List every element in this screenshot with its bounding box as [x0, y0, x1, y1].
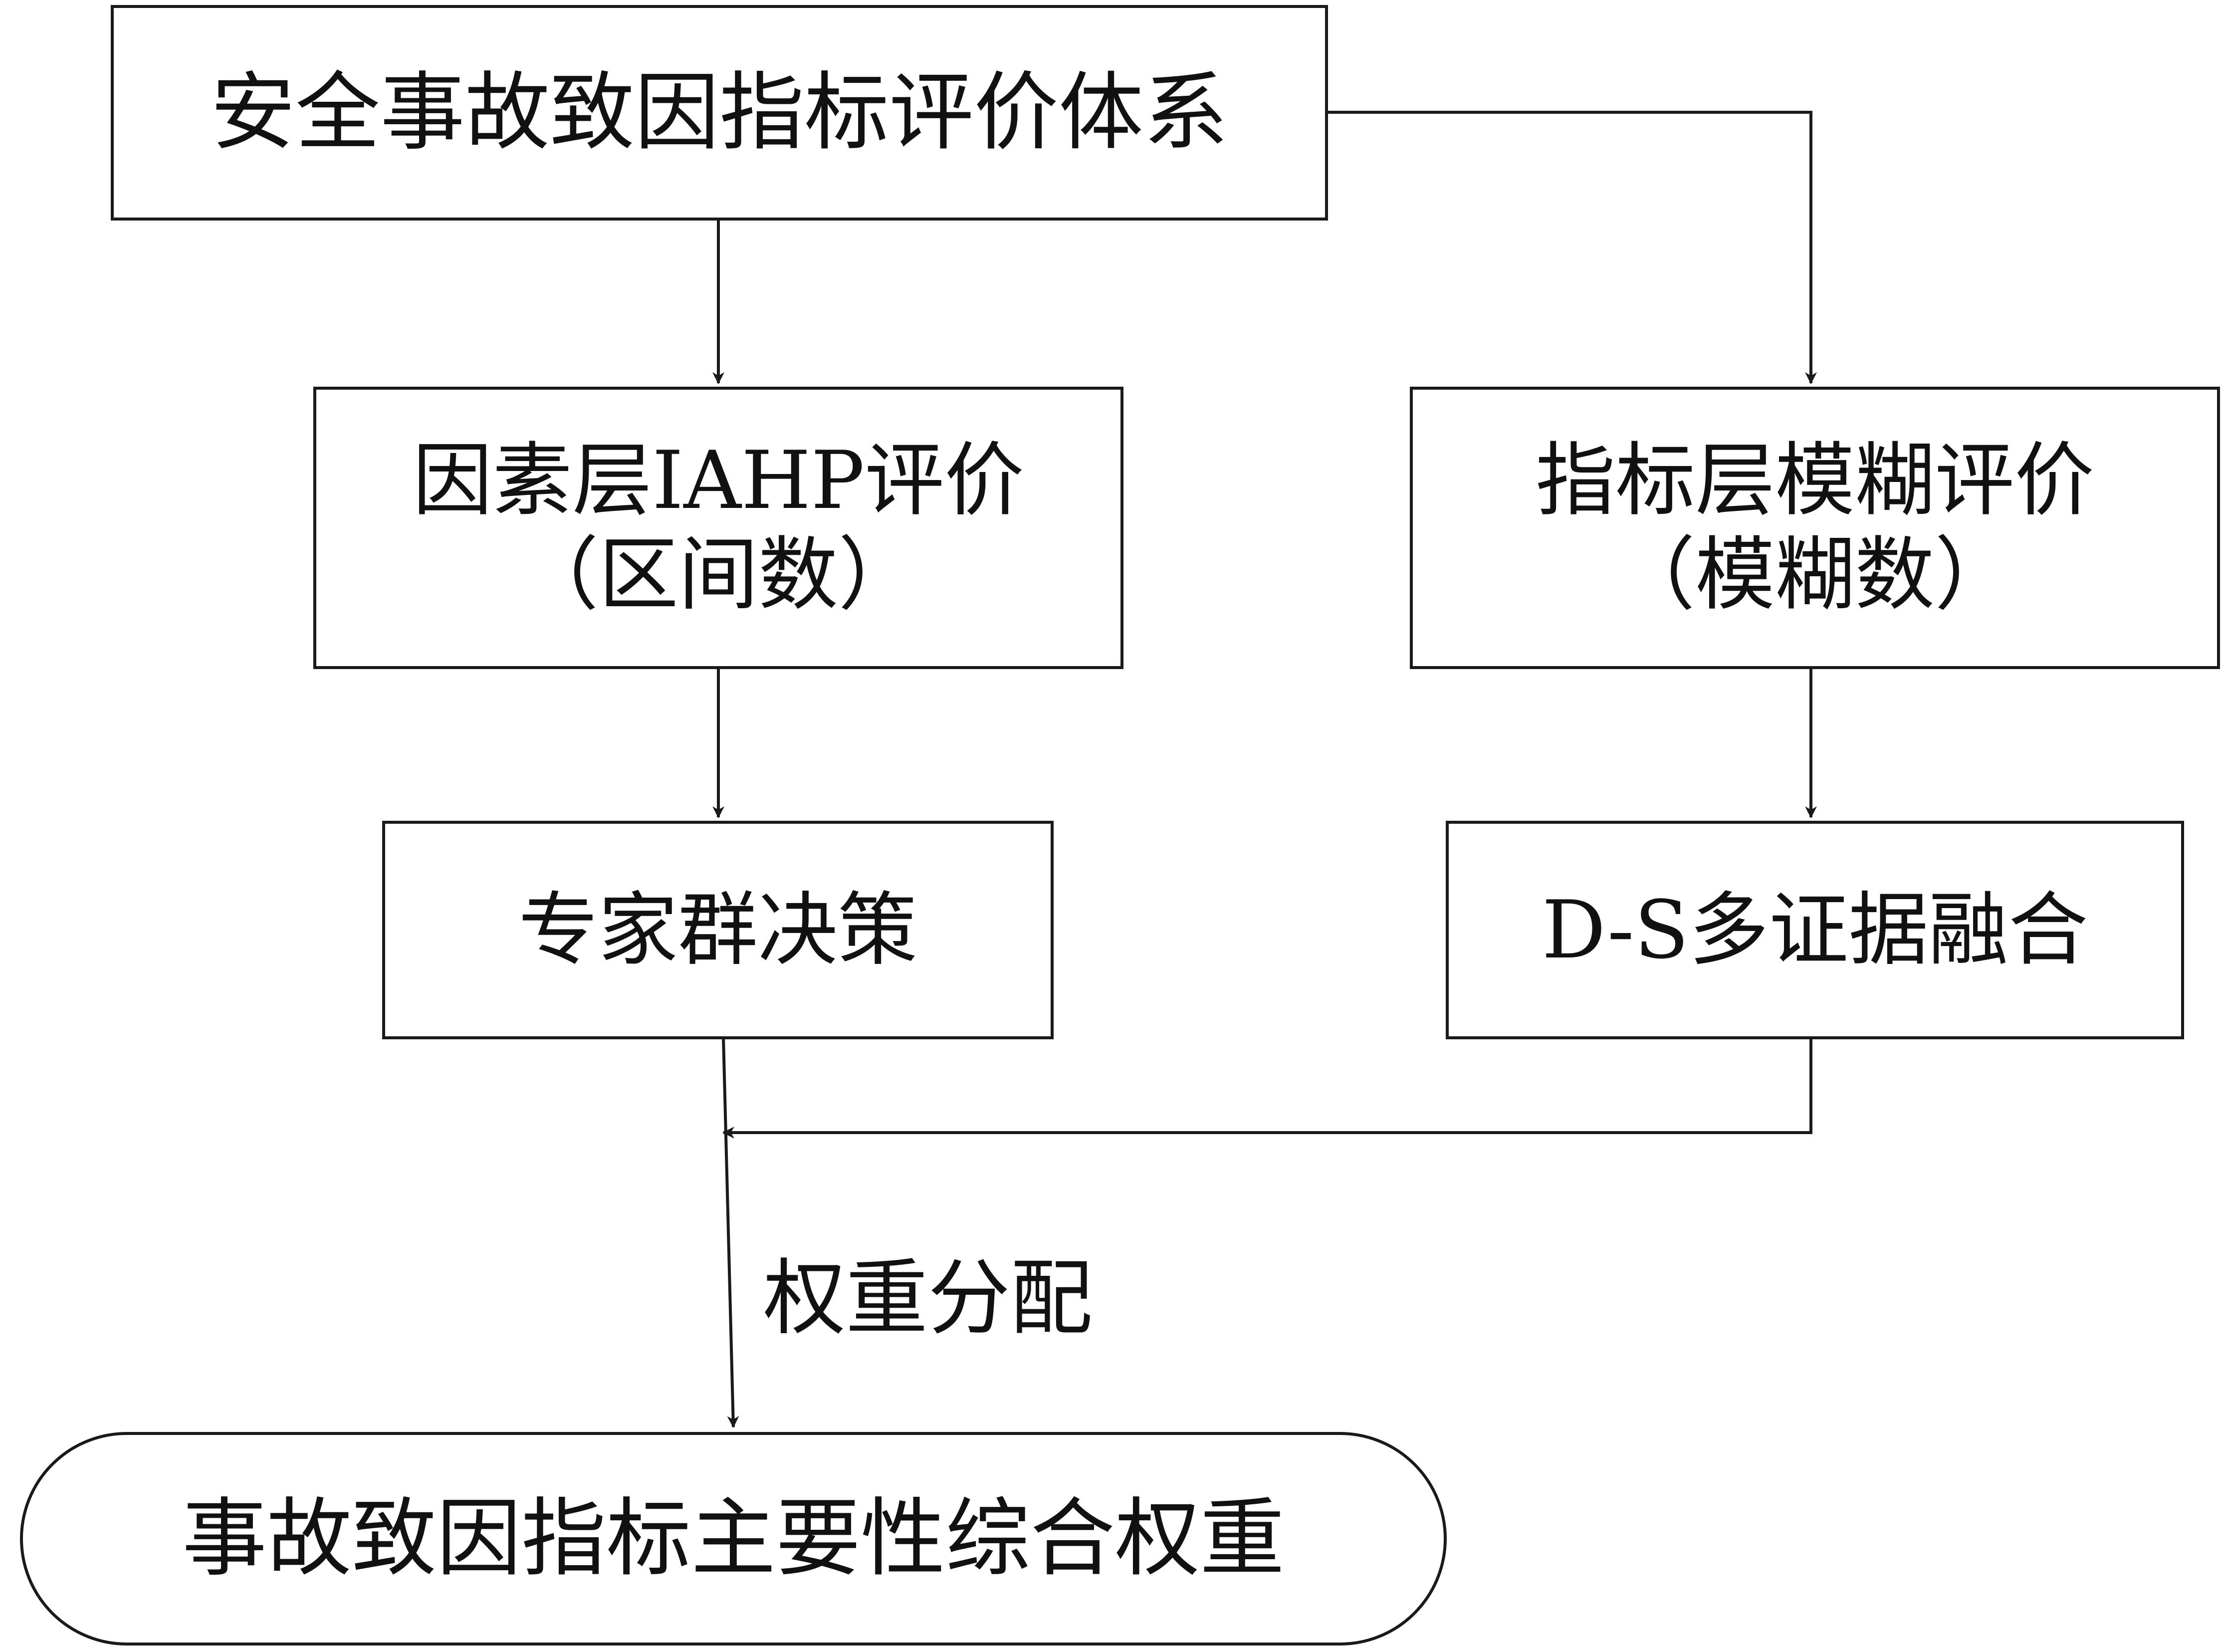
arrow-system-to-index: [1325, 111, 1817, 384]
node-expert-group-decision-label: 专家群决策: [518, 883, 917, 976]
node-evaluation-system: 安全事故致因指标评价体系: [111, 5, 1328, 221]
node-comprehensive-weight-label: 事故致因指标主要性综合权重: [182, 1489, 1285, 1588]
node-expert-group-decision: 专家群决策: [382, 821, 1054, 1039]
node-index-layer-title: 指标层模糊评价: [1535, 434, 2094, 527]
node-ds-evidence-fusion-label: D-S多证据融合: [1542, 883, 2088, 976]
arrow-ds-to-merge: [722, 1038, 1812, 1139]
node-factor-layer: 因素层IAHP评价 （区间数）: [313, 387, 1123, 669]
node-comprehensive-weight: 事故致因指标主要性综合权重: [20, 1432, 1447, 1646]
node-index-layer-subtitle: （模糊数）: [1615, 528, 2014, 621]
node-evaluation-system-label: 安全事故致因指标评价体系: [210, 63, 1228, 162]
node-ds-evidence-fusion: D-S多证据融合: [1446, 821, 2184, 1039]
arrow-expert-to-result: [722, 1037, 739, 1428]
node-index-layer: 指标层模糊评价 （模糊数）: [1410, 387, 2220, 669]
node-factor-layer-subtitle: （区间数）: [518, 528, 918, 621]
node-factor-layer-title: 因素层IAHP评价: [413, 434, 1024, 527]
edge-label-weight-allocation: 权重分配: [763, 1250, 1093, 1346]
